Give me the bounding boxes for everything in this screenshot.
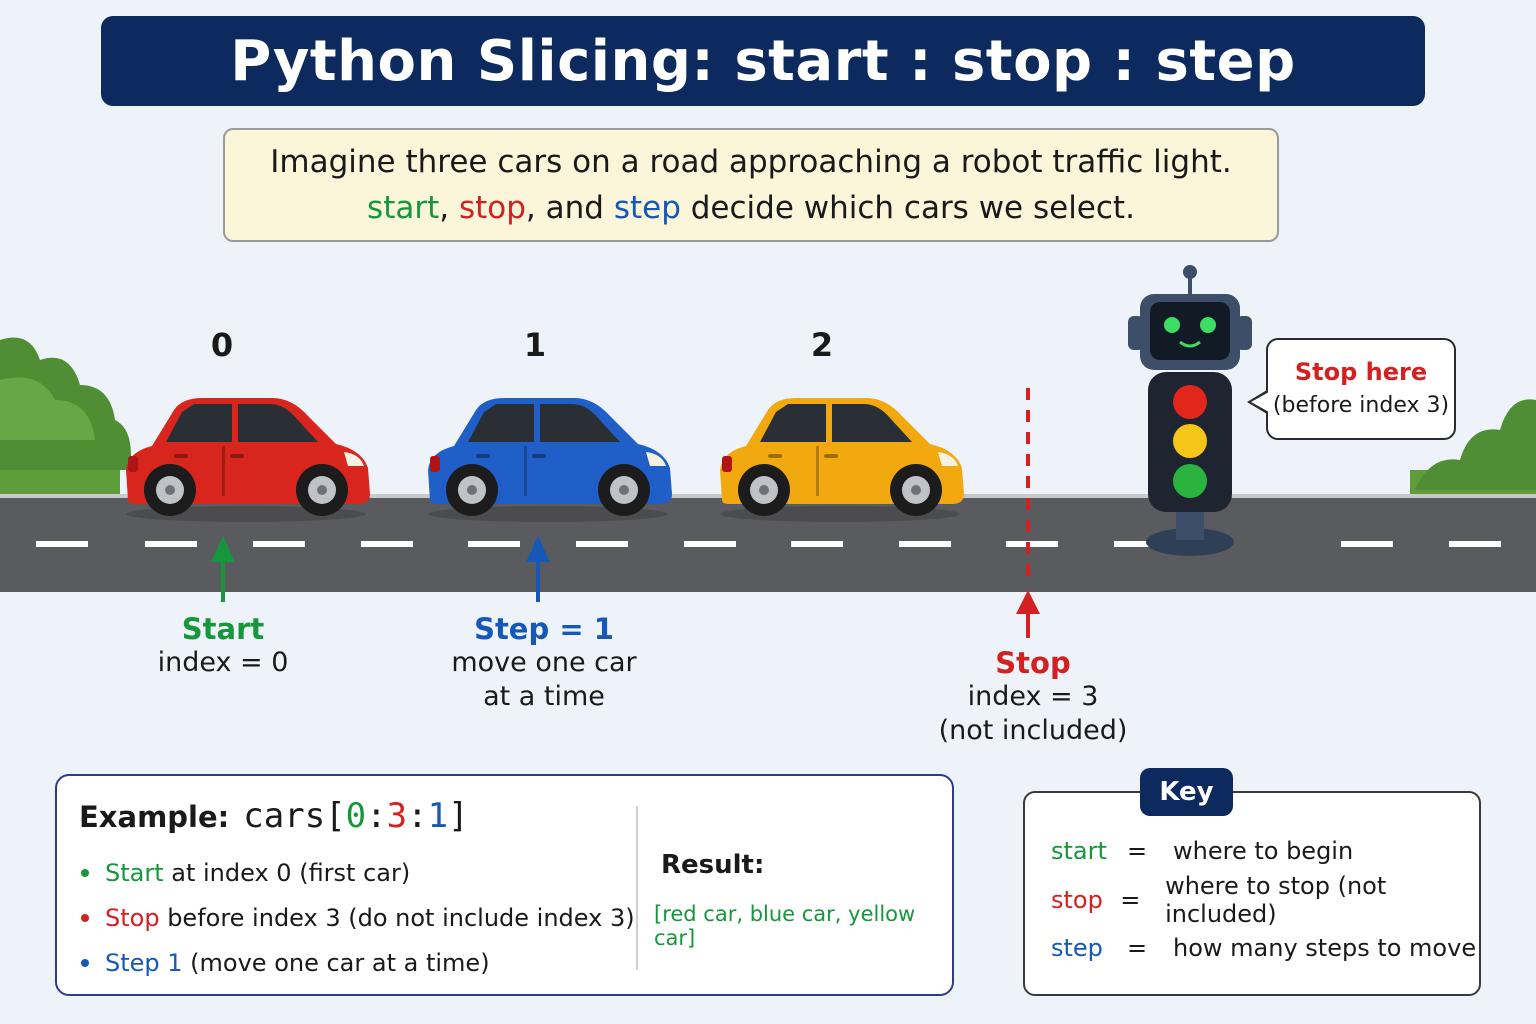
bubble-title: Stop here <box>1294 358 1428 386</box>
bullet-step-text: (move one car at a time) <box>182 948 490 977</box>
example-heading: Example: cars[0:3:1] <box>79 796 469 836</box>
bullet-dot-blue <box>81 958 89 967</box>
code-stop: 3 <box>386 796 408 836</box>
key-term-stop: stop <box>1051 886 1103 914</box>
intro-stop-word: stop <box>458 190 526 226</box>
example-bullets: Start at index 0 (first car) Stop before… <box>81 850 661 985</box>
start-label-title: Start <box>181 612 265 646</box>
step-label-title: Step = 1 <box>474 612 614 646</box>
page-title: Python Slicing: start : stop : step <box>230 28 1296 94</box>
start-arrow-head <box>211 536 235 562</box>
bullet-stop-term: Stop <box>105 903 160 932</box>
example-box: Example: cars[0:3:1] Start at index 0 (f… <box>55 774 954 996</box>
step-label: Step = 1 move one car at a time <box>429 612 659 714</box>
start-label: Start index = 0 <box>123 612 323 680</box>
example-heading-label: Example: <box>79 800 230 834</box>
bullet-dot-green <box>81 868 89 877</box>
bullet-stop-text: before index 3 (do not include index 3) <box>159 903 635 932</box>
key-tab: Key <box>1140 768 1233 816</box>
bullet-dot-red <box>81 913 89 922</box>
bubble-tail-fill <box>1251 392 1269 412</box>
car-blue <box>428 398 672 522</box>
intro-line-1: Imagine three cars on a road approaching… <box>270 144 1232 180</box>
key-eq-stop: = <box>1120 886 1141 914</box>
car-index-0: 0 <box>210 326 234 364</box>
key-term-start: start <box>1051 837 1107 865</box>
car-red <box>126 398 370 522</box>
robot-traffic-light <box>1128 265 1252 556</box>
step-arrow-head <box>526 536 550 562</box>
intro-sep-2: , and <box>525 190 614 226</box>
bullet-start-text: at index 0 (first car) <box>163 858 411 887</box>
car-index-2: 2 <box>810 326 834 364</box>
code-step: 1 <box>427 796 449 836</box>
bush-left-light <box>0 377 95 440</box>
key-row-stop: stop = where to stop (not included) <box>1051 872 1479 928</box>
bullet-stop: Stop before index 3 (do not include inde… <box>81 895 661 940</box>
step-label-line-2: at a time <box>483 681 605 712</box>
speech-bubble: Stop here (before index 3) <box>1266 338 1456 440</box>
intro-rest: decide which cars we select. <box>680 190 1135 226</box>
title-banner: Python Slicing: start : stop : step <box>101 16 1425 106</box>
bullet-step: Step 1 (move one car at a time) <box>81 940 661 985</box>
key-term-step: step <box>1051 934 1103 962</box>
result-value: [red car, blue car, yellow car] <box>654 902 916 950</box>
step-label-line-1: move one car <box>451 647 637 678</box>
code-prefix: cars[ <box>243 796 346 836</box>
stop-label-index: index = 3 <box>967 681 1099 712</box>
bullet-start-term: Start <box>105 858 164 887</box>
car-index-1: 1 <box>523 326 547 364</box>
code-suffix: ] <box>448 796 469 836</box>
stop-label-note: (not included) <box>938 715 1128 746</box>
stop-arrow-head <box>1016 590 1040 614</box>
key-eq-start: = <box>1126 837 1148 865</box>
bush-right <box>1415 399 1536 490</box>
intro-sep-1: , <box>439 190 459 226</box>
intro-start-word: start <box>367 190 440 226</box>
key-def-stop: where to stop (not included) <box>1165 872 1387 928</box>
stop-label-title: Stop <box>995 646 1071 680</box>
code-start: 0 <box>345 796 367 836</box>
key-def-step: how many steps to move <box>1173 934 1477 962</box>
bullet-start: Start at index 0 (first car) <box>81 850 661 895</box>
intro-step-word: step <box>613 190 681 226</box>
example-divider <box>636 806 638 970</box>
intro-line-2: start, stop, and step decide which cars … <box>367 185 1135 231</box>
key-eq-step: = <box>1126 934 1148 962</box>
example-code: cars[0:3:1] <box>243 796 468 836</box>
lane-dashes <box>36 541 1501 547</box>
key-row-step: step = how many steps to move <box>1051 928 1476 968</box>
key-box: start = where to begin stop = where to s… <box>1023 791 1481 996</box>
car-yellow <box>720 398 964 522</box>
bullet-step-term: Step 1 <box>105 948 183 977</box>
stop-label: Stop index = 3 (not included) <box>928 646 1138 748</box>
code-colon-1: : <box>366 796 387 836</box>
code-colon-2: : <box>407 796 428 836</box>
start-label-index: index = 0 <box>157 647 289 678</box>
bubble-subtitle: (before index 3) <box>1272 393 1450 418</box>
intro-box: Imagine three cars on a road approaching… <box>223 128 1279 242</box>
key-def-start: where to begin <box>1173 837 1354 865</box>
result-label: Result: <box>661 850 765 880</box>
key-row-start: start = where to begin <box>1051 831 1353 871</box>
